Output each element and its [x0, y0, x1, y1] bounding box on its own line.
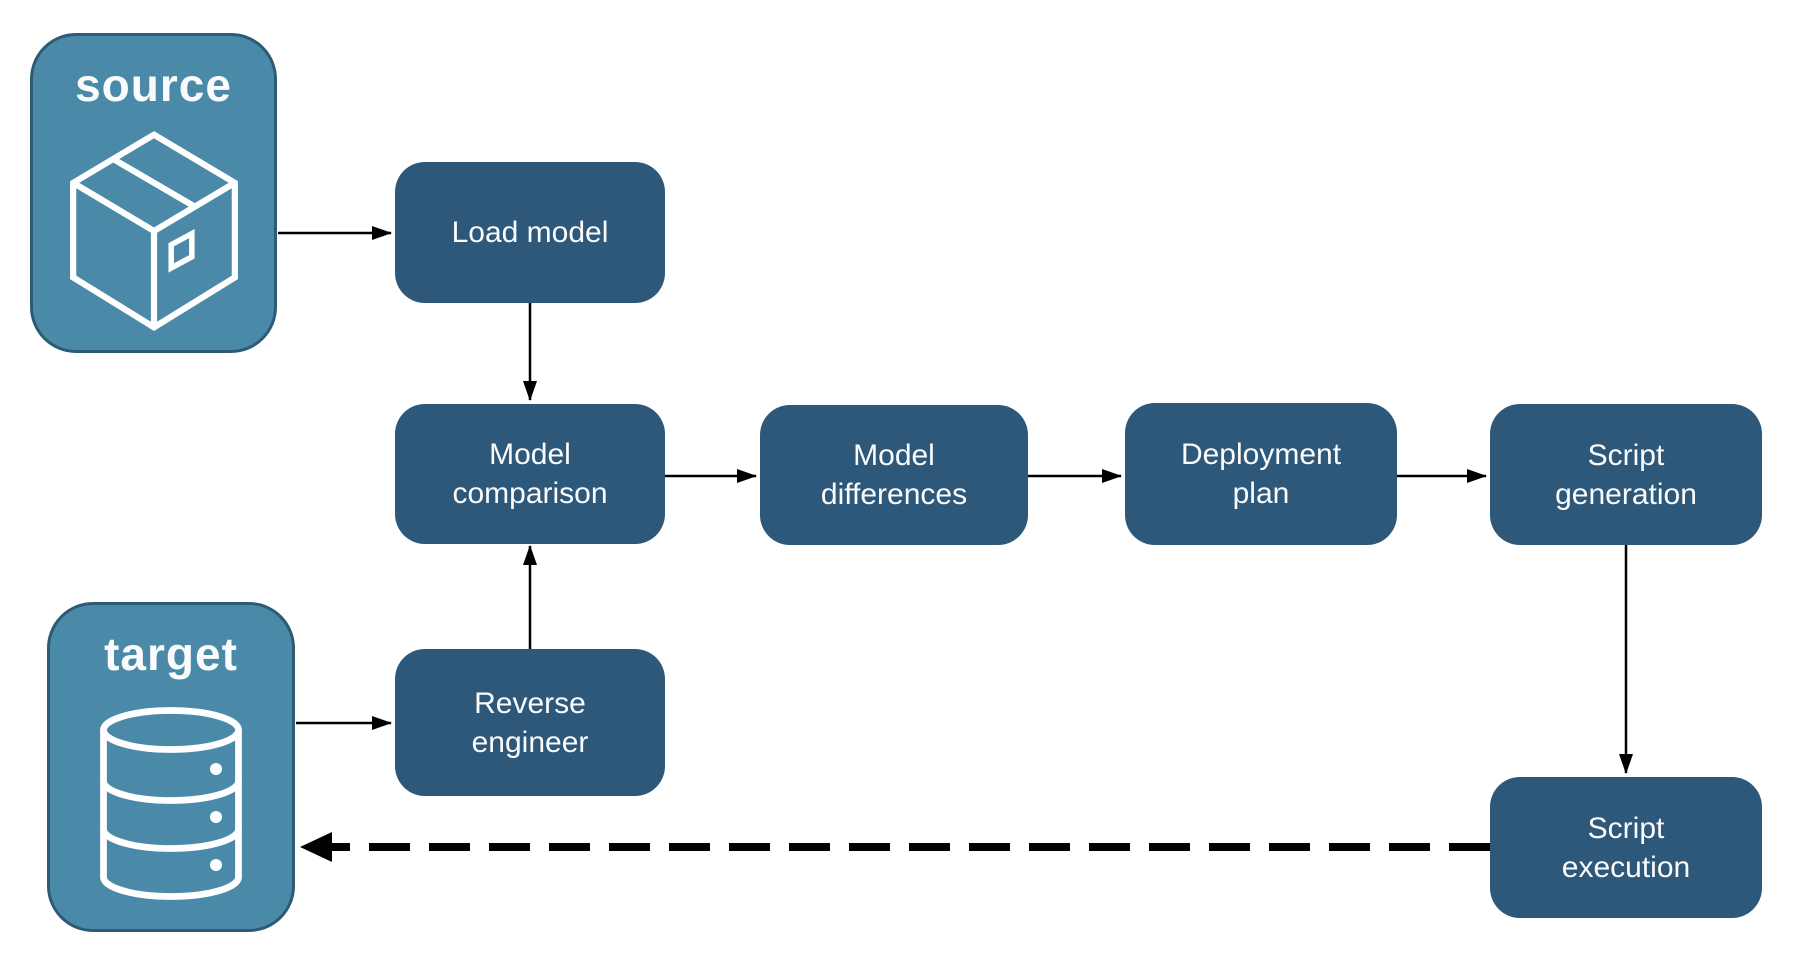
node-script-generation: Script generation [1490, 404, 1762, 545]
node-deployment-plan: Deployment plan [1125, 403, 1397, 545]
database-icon [100, 707, 242, 900]
node-model-differences-label: Model differences [820, 439, 968, 511]
node-script-execution: Script execution [1490, 777, 1762, 918]
node-load-model: Load model [395, 162, 665, 303]
endpoint-source: source [30, 33, 277, 353]
node-script-generation-label: Script generation [1555, 438, 1697, 511]
node-reverse-engineer-label: Reverse engineer [471, 686, 589, 759]
package-icon [69, 131, 238, 331]
node-reverse-engineer: Reverse engineer [395, 649, 665, 796]
node-model-comparison-label: Model comparison [452, 438, 608, 510]
endpoint-target: target [47, 602, 295, 932]
target-label: target [104, 628, 238, 680]
node-model-comparison: Model comparison [395, 404, 665, 544]
node-script-execution-label: Script execution [1561, 811, 1691, 884]
source-label: source [75, 59, 232, 111]
node-deployment-plan-label: Deployment plan [1180, 438, 1342, 510]
node-load-model-label: Load model [451, 216, 609, 249]
node-model-differences: Model differences [760, 405, 1028, 545]
